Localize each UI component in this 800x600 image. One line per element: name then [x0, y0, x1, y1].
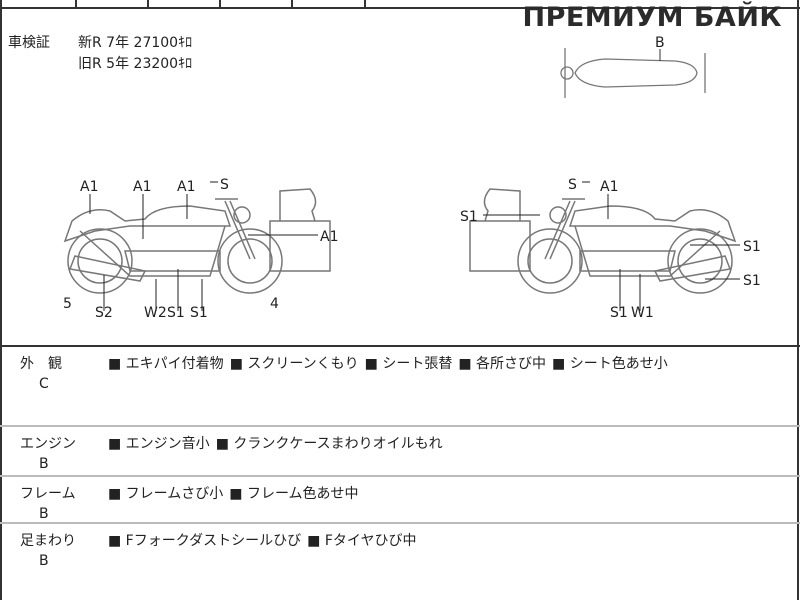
svg-text:S1: S1	[190, 305, 208, 321]
grade: B	[39, 506, 49, 522]
section-suspension: 足まわり B ■ Fフォークダストシールひび■ Fタイヤひび中	[0, 522, 800, 600]
issue-list: ■ エキパイ付着物■ スクリーンくもり■ シート張替■ 各所さび中■ シート色あ…	[108, 356, 668, 372]
svg-text:S1: S1	[460, 209, 478, 225]
svg-text:A1: A1	[133, 179, 151, 195]
svg-text:5: 5	[63, 296, 72, 312]
issue-list: ■ エンジン音小■ クランクケースまわりオイルもれ	[108, 436, 443, 452]
svg-text:A1: A1	[80, 179, 98, 195]
issue-list: ■ Fフォークダストシールひび■ Fタイヤひび中	[108, 533, 417, 549]
svg-text:S1: S1	[610, 305, 628, 321]
brand-logo: ПРЕМИУМ БАЙК	[522, 2, 782, 33]
svg-text:S1: S1	[743, 273, 761, 289]
grade: B	[39, 456, 49, 472]
bike-right-side	[469, 188, 736, 294]
svg-text:S: S	[568, 177, 577, 193]
grade: C	[39, 376, 49, 392]
header-cells	[0, 0, 800, 9]
svg-text:S2: S2	[95, 305, 113, 321]
svg-text:S1: S1	[167, 305, 185, 321]
issue-list: ■ フレームさび小■ フレーム色あせ中	[108, 486, 359, 502]
svg-text:A1: A1	[320, 229, 338, 245]
damage-diagram: B A1 A1 A1 S A1 5 S2 W2 S1 S1 4 S A1 S1 …	[63, 35, 761, 321]
svg-text:W2: W2	[144, 305, 167, 321]
bike-top-view	[560, 47, 706, 99]
left-bike-labels: A1 A1 A1 S A1 5 S2 W2 S1 S1 4	[63, 177, 338, 321]
svg-text:W1: W1	[631, 305, 654, 321]
svg-text:4: 4	[270, 296, 279, 312]
section-engine: エンジン B ■ エンジン音小■ クランクケースまわりオイルもれ	[0, 425, 800, 475]
label-top-b: B	[655, 35, 665, 51]
grade: B	[39, 553, 49, 569]
registration-new: 新R 7年 27100ｷﾛ	[78, 35, 193, 51]
registration-old: 旧R 5年 23200ｷﾛ	[78, 56, 193, 72]
registration-label: 車検証	[8, 35, 50, 51]
bike-left-side	[64, 188, 331, 294]
svg-text:A1: A1	[600, 179, 618, 195]
svg-text:S1: S1	[743, 239, 761, 255]
section-frame: フレーム B ■ フレームさび小■ フレーム色あせ中	[0, 475, 800, 522]
svg-text:A1: A1	[177, 179, 195, 195]
svg-text:S: S	[220, 177, 229, 193]
right-bike-labels: S A1 S1 S1 S1 S1 W1	[460, 177, 761, 321]
section-exterior: 外 観 C ■ エキパイ付着物■ スクリーンくもり■ シート張替■ 各所さび中■…	[0, 345, 800, 425]
